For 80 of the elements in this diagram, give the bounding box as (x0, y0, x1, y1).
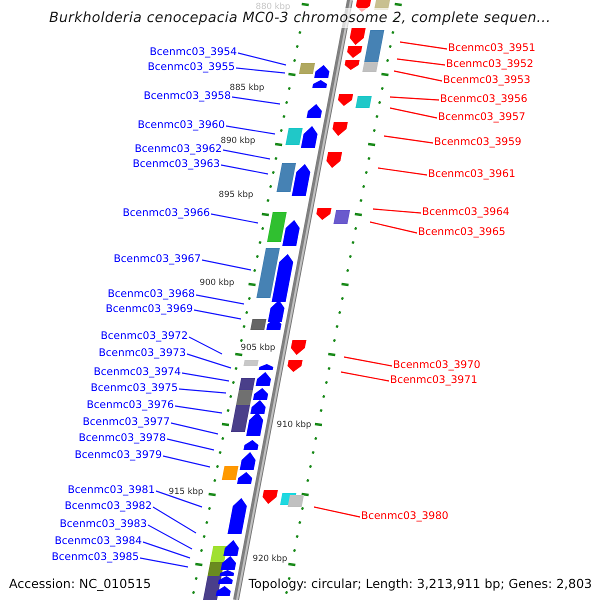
leader-line (182, 372, 230, 382)
leader-line (344, 356, 392, 367)
gene-label: Bcenmc03_3969 (106, 302, 193, 316)
gene-label: Bcenmc03_3954 (150, 45, 237, 59)
scale-tick-label: 895 kbp (218, 190, 254, 200)
gene-label: Bcenmc03_3951 (448, 41, 536, 55)
leader-line (232, 96, 280, 105)
scale-tick-label: 920 kbp (252, 554, 288, 564)
leader-line (220, 164, 268, 175)
topology-text: Topology: circular; Length: 3,213,911 bp; Genes: 2,803 (248, 575, 592, 593)
accession-text: Accession: NC_010515 (9, 575, 152, 593)
leader-line (226, 125, 276, 135)
gene-label: Bcenmc03_3959 (434, 135, 522, 149)
leader-line (152, 506, 196, 534)
leader-line (378, 167, 428, 176)
gene-label: Bcenmc03_3968 (108, 287, 195, 301)
gene-label: Bcenmc03_3953 (443, 73, 530, 87)
gene-label: Bcenmc03_3957 (438, 110, 526, 124)
leader-line (372, 208, 422, 214)
leader-line (236, 67, 286, 74)
gene-label: Bcenmc03_3984 (54, 534, 142, 548)
leader-line (390, 96, 440, 101)
gene-label: Bcenmc03_3973 (98, 346, 186, 360)
leader-line (162, 455, 210, 468)
gene-label: Bcenmc03_3976 (86, 398, 174, 412)
leader-line (396, 58, 446, 66)
gene-label: Bcenmc03_3963 (132, 157, 220, 171)
scale-tick-label: 885 kbp (230, 83, 264, 93)
gene-label: Bcenmc03_3966 (122, 206, 210, 220)
leader-line (238, 52, 286, 66)
gene-label: Bcenmc03_3960 (138, 118, 225, 132)
leader-line (340, 371, 390, 382)
gene-label: Bcenmc03_3952 (446, 57, 534, 71)
leader-line (166, 438, 214, 451)
gene-label: Bcenmc03_3985 (52, 550, 139, 564)
gene-label: Bcenmc03_3958 (144, 89, 231, 103)
gene-label: Bcenmc03_3980 (361, 509, 448, 523)
leader-line (140, 557, 188, 568)
leader-line (370, 221, 418, 234)
leader-line (142, 541, 190, 559)
leader-line (384, 135, 434, 144)
scale-tick-label: 910 kbp (276, 420, 312, 430)
leader-line (156, 490, 202, 508)
leader-line (174, 405, 222, 414)
gene-label: Bcenmc03_3978 (78, 431, 166, 445)
leader-line (222, 149, 270, 160)
leader-line (188, 336, 222, 355)
gene-label: Bcenmc03_3979 (74, 448, 162, 462)
leader-line (170, 422, 218, 435)
gene-label: Bcenmc03_3971 (390, 373, 478, 387)
leader-line (390, 107, 438, 119)
gene-label: Bcenmc03_3974 (94, 365, 181, 379)
gene-label: Bcenmc03_3961 (428, 167, 516, 181)
gene-label: Bcenmc03_3956 (440, 92, 528, 106)
gene-label: Bcenmc03_3965 (418, 225, 506, 239)
gene-label: Bcenmc03_3977 (82, 415, 170, 429)
leader-line (314, 506, 360, 518)
leader-line (210, 213, 258, 224)
leader-line (178, 388, 226, 394)
scale-tick-label: 915 kbp (168, 487, 204, 497)
gene-label: Bcenmc03_3983 (60, 517, 147, 531)
leader-line (394, 70, 442, 82)
scale-tick-label: 900 kbp (200, 278, 234, 288)
leader-line (400, 41, 448, 50)
gene-label: Bcenmc03_3955 (148, 60, 235, 74)
leader-line (194, 309, 242, 320)
leader-line (148, 524, 192, 550)
leader-line (196, 294, 244, 305)
leader-line (186, 353, 232, 369)
gene-label: Bcenmc03_3982 (64, 499, 152, 513)
gene-label: Bcenmc03_3962 (134, 142, 222, 156)
gene-label: Bcenmc03_3981 (68, 483, 155, 497)
scale-tick-label: 905 kbp (240, 343, 276, 353)
gene-label: Bcenmc03_3967 (114, 252, 201, 266)
scale-tick-label: 890 kbp (220, 136, 256, 146)
gene-label: Bcenmc03_3970 (393, 358, 480, 372)
gene-label: Bcenmc03_3964 (422, 205, 510, 219)
leader-line (202, 259, 252, 271)
gene-label: Bcenmc03_3972 (100, 329, 188, 343)
gene-label: Bcenmc03_3975 (90, 381, 178, 395)
